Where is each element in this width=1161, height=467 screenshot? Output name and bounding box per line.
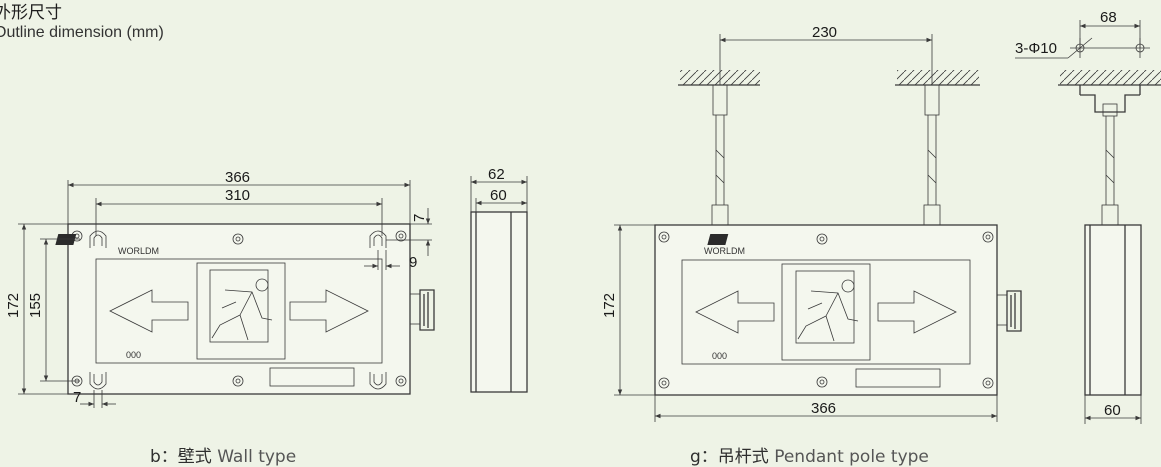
pendant-housing <box>654 224 998 396</box>
wall-side-view: 62 60 <box>470 166 528 393</box>
dim-slot-top: 7 <box>411 214 428 222</box>
caption-wall-type: b：壁式 Wall type <box>150 442 296 467</box>
dim-width: 366 <box>225 169 250 186</box>
screw-icon <box>232 375 244 387</box>
right-arrow-icon <box>877 290 957 334</box>
pendant-dimensions: 172 366 <box>601 224 998 422</box>
wall-front-view: WORLDM 000 <box>55 223 435 395</box>
pole-left <box>715 115 725 205</box>
dim-pole-spacing: 230 <box>812 24 837 41</box>
dim-depth-inner: 60 <box>490 187 507 204</box>
caption-prefix: g： <box>690 447 718 467</box>
pendant-side-view: 60 68 3-Φ10 <box>1015 9 1150 424</box>
sign-window <box>681 259 971 365</box>
pendant-front-view: WORLDM 000 <box>654 224 1022 396</box>
left-arrow-icon <box>109 289 189 333</box>
right-arrow-icon <box>289 289 369 333</box>
dim-slot-side: 9 <box>409 254 417 271</box>
brand-name: WORLDM <box>704 246 745 256</box>
caption-zh: 壁式 <box>177 447 212 467</box>
dim-height: 172 <box>5 293 22 318</box>
brand-logo <box>55 234 77 245</box>
pole-right <box>927 115 937 205</box>
dim-slot-bottom: 7 <box>73 389 81 406</box>
label-plate <box>269 367 355 387</box>
dim-width: 366 <box>811 400 836 417</box>
dim-height: 172 <box>601 293 618 318</box>
mount-bracket <box>1079 85 1141 113</box>
running-man-icon <box>781 263 871 361</box>
lamp-dots: 000 <box>712 351 727 361</box>
running-man-icon <box>196 262 286 360</box>
screw-icon <box>232 233 244 245</box>
lamp-dots: 000 <box>126 350 141 360</box>
caption-zh: 吊杆式 <box>717 447 769 467</box>
caption-pendant-type: g：吊杆式 Pendant pole type <box>690 442 929 467</box>
sign-window <box>95 258 383 364</box>
dim-hole-height: 155 <box>27 293 44 318</box>
label-plate <box>855 368 941 388</box>
dim-hole-spacing: 310 <box>225 187 250 204</box>
ceiling-hatch <box>678 70 1161 86</box>
header-title-zh: 外形尺寸 <box>0 3 62 23</box>
caption-en: Pendant pole type <box>774 447 929 467</box>
brand-logo <box>707 234 729 245</box>
dim-holes: 3-Φ10 <box>1015 40 1057 57</box>
cable-gland <box>1006 290 1022 332</box>
left-arrow-icon <box>695 290 775 334</box>
caption-en: Wall type <box>217 447 297 467</box>
caption-prefix: b： <box>150 447 178 467</box>
keyhole-slot <box>89 230 107 248</box>
dim-depth: 60 <box>1104 402 1121 419</box>
diagram-header: 外形尺寸 Outline dimension (mm) <box>0 3 164 43</box>
dim-bracket-width: 68 <box>1100 9 1117 26</box>
wall-dimensions: 366 310 172 155 7 9 7 <box>5 169 432 408</box>
dim-depth-outer: 62 <box>488 166 505 183</box>
pendant-poles: 230 <box>711 24 941 226</box>
brand-name: WORLDM <box>118 246 159 256</box>
header-title-en: Outline dimension (mm) <box>0 24 164 41</box>
cable-gland <box>419 289 435 331</box>
wall-housing <box>67 223 411 395</box>
